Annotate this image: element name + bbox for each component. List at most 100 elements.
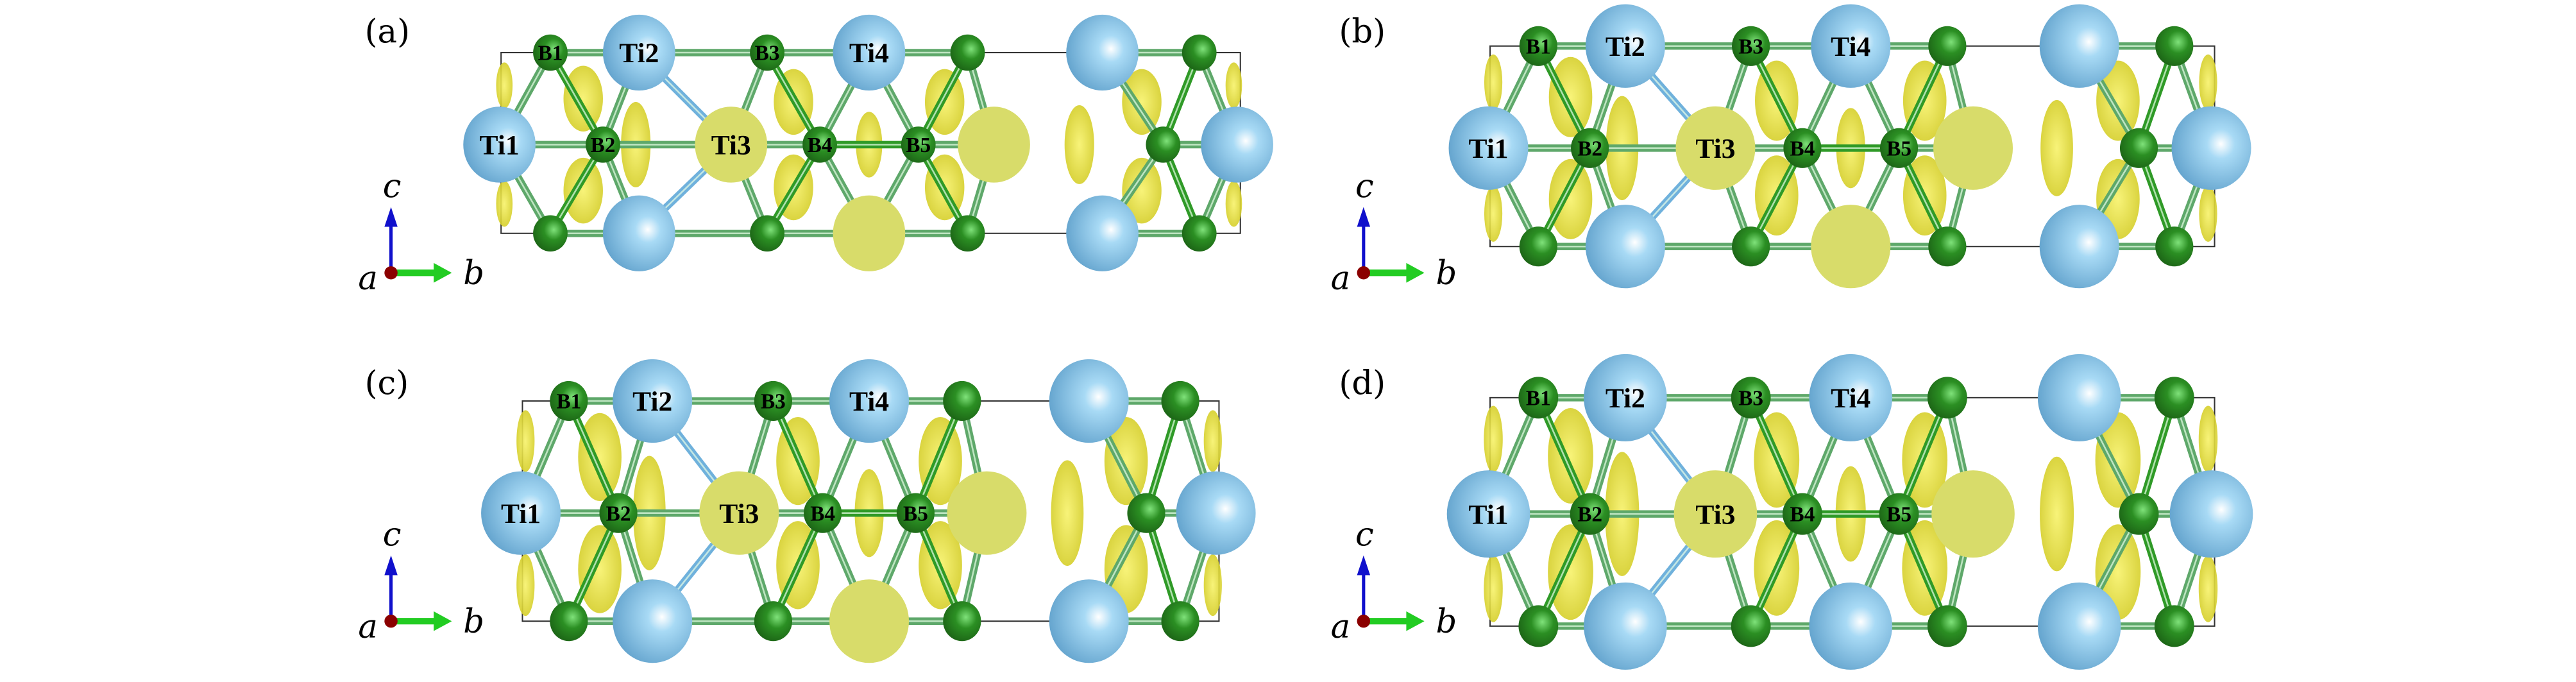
axis-label-c: c — [383, 515, 402, 554]
atom-label-b1: B1 — [1526, 35, 1551, 58]
bond-highlight — [772, 400, 824, 514]
ti-atom — [699, 471, 779, 555]
ti-atom — [1585, 205, 1665, 289]
c-axis-arrowhead — [384, 555, 398, 575]
b-atom — [950, 34, 985, 71]
b-atom — [1927, 605, 1967, 647]
atom-label-b2: B2 — [591, 133, 616, 157]
atom-label-ti3: Ti3 — [711, 130, 751, 161]
charge-density-isosurface — [2199, 54, 2217, 111]
atom-label-ti4: Ti4 — [1831, 31, 1870, 62]
a-axis-dot — [1357, 614, 1371, 628]
a-axis-dot — [384, 266, 398, 280]
ti-atom — [1809, 354, 1893, 441]
ti-atom — [1066, 195, 1139, 271]
charge-density-isosurface — [2199, 185, 2217, 242]
atom-label-ti1: Ti1 — [501, 499, 541, 529]
b-atom — [586, 126, 620, 163]
b-atom — [896, 493, 935, 533]
charge-density-isosurface — [2040, 456, 2074, 572]
charge-density-isosurface — [563, 157, 603, 224]
b-atom — [2154, 377, 2194, 419]
atom-label-b4: B4 — [1790, 503, 1815, 527]
charge-density-isosurface — [1051, 460, 1084, 567]
b-atom — [1879, 128, 1919, 168]
charge-density-isosurface — [1484, 185, 1503, 242]
atom-label-b5: B5 — [903, 502, 928, 525]
atom-label-b5: B5 — [1886, 137, 1911, 160]
ti-atom — [2039, 4, 2119, 88]
atom-label-b1: B1 — [556, 390, 581, 414]
ti-atom — [463, 107, 536, 183]
ti-atom — [1811, 4, 1891, 88]
b-atom — [2119, 493, 2159, 535]
charge-density-isosurface — [2096, 60, 2140, 141]
ti-atom — [1811, 205, 1891, 289]
atom-label-b3: B3 — [761, 390, 786, 414]
ti-atom — [1446, 470, 1530, 558]
axis-label-a: a — [358, 608, 378, 646]
bond-highlight — [568, 400, 620, 514]
atom-label-b4: B4 — [808, 133, 833, 157]
ti-atom — [947, 471, 1027, 555]
b-atom — [943, 601, 981, 642]
c-axis-arrowhead — [1357, 555, 1371, 575]
atom-label-b1: B1 — [1526, 387, 1551, 411]
panel-label: (d) — [1339, 364, 1385, 403]
ti-atom — [613, 579, 693, 663]
axis-label-c: c — [1355, 167, 1374, 205]
atom-label-b5: B5 — [906, 133, 931, 157]
panel-label: (a) — [365, 13, 411, 51]
charge-density-isosurface — [1104, 416, 1148, 506]
b-axis-arrowhead — [434, 262, 452, 283]
ti-atom — [1931, 470, 2015, 558]
axis-label-b: b — [463, 602, 484, 641]
bond-highlight — [1898, 397, 1949, 515]
b-atom — [533, 215, 568, 251]
ti-atom — [958, 107, 1030, 183]
ti-atom — [613, 359, 693, 443]
charge-density-isosurface — [2040, 99, 2073, 196]
atom-label-ti3: Ti3 — [719, 499, 759, 529]
charge-density-isosurface — [1225, 62, 1242, 109]
c-axis-arrowhead — [384, 207, 398, 227]
ti-atom — [2037, 582, 2121, 670]
b-atom — [1731, 377, 1771, 419]
bond-highlight — [915, 400, 963, 514]
ti-atom — [833, 195, 906, 271]
ti-atom — [1809, 582, 1893, 670]
axis-label-c: c — [1355, 515, 1374, 554]
atom-label-ti4: Ti4 — [849, 386, 889, 417]
b-atom — [1146, 126, 1181, 163]
b-atom — [754, 380, 792, 422]
ti-atom — [602, 195, 675, 271]
atom-label-b2: B2 — [606, 502, 631, 525]
ti-atom — [602, 14, 675, 91]
b-atom — [1182, 34, 1217, 71]
atom-label-ti2: Ti2 — [1606, 383, 1645, 414]
ti-atom — [1049, 579, 1129, 663]
ti-atom — [1176, 471, 1256, 555]
b-atom — [1519, 226, 1557, 267]
charge-density-isosurface — [1548, 524, 1593, 620]
b-atom — [1928, 226, 1967, 267]
ti-atom — [833, 14, 906, 91]
atom-label-ti4: Ti4 — [1831, 383, 1870, 414]
atom-label-ti2: Ti2 — [1606, 31, 1645, 62]
charge-density-isosurface — [2198, 405, 2218, 473]
charge-density-isosurface — [1225, 180, 1242, 227]
charge-density-isosurface — [496, 62, 513, 109]
ti-atom — [829, 579, 910, 663]
b-atom — [804, 493, 842, 533]
atom-label-ti1: Ti1 — [1468, 133, 1508, 164]
atom-label-b1: B1 — [538, 42, 563, 65]
charge-density-isosurface — [578, 413, 622, 501]
atom-label-ti1: Ti1 — [480, 130, 520, 161]
ti-atom — [2171, 106, 2251, 190]
b-atom — [1518, 377, 1559, 419]
charge-density-isosurface — [2095, 412, 2141, 508]
charge-density-isosurface — [1548, 158, 1593, 239]
